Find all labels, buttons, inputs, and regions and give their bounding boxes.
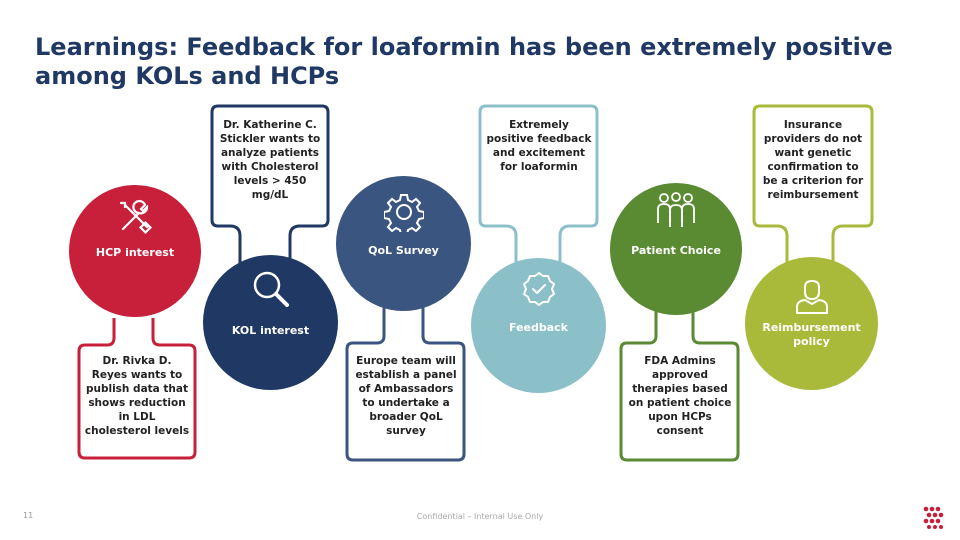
- kol-interest-circle: KOL interest: [203, 255, 338, 390]
- feedback-text: Extremely positive feedback and exciteme…: [486, 119, 592, 173]
- feedback-label: Feedback: [509, 321, 568, 334]
- magnifier-icon: [203, 267, 338, 311]
- page-number: 11: [23, 511, 34, 520]
- kol-connector: [210, 104, 330, 266]
- hcp-interest-circle: HCP interest: [69, 185, 201, 317]
- feedback-connector: [478, 104, 599, 270]
- person-icon: [745, 279, 878, 315]
- patient-choice-circle: Patient Choice: [610, 183, 742, 315]
- tools-icon: [69, 197, 201, 237]
- company-logo: [923, 506, 944, 529]
- hcp-interest-label: HCP interest: [95, 246, 175, 259]
- hcp-interest-text: Dr. Rivka D. Reyes wants to publish data…: [84, 355, 190, 437]
- kol-interest-label: KOL interest: [231, 324, 310, 337]
- qol-survey-label: QoL Survey: [368, 244, 439, 257]
- patient-connector: [619, 300, 740, 462]
- people-icon: [610, 191, 742, 231]
- qol-survey-text: Europe team will establish a panel of Am…: [355, 355, 457, 437]
- reimbursement-policy-label: Reimbursement policy: [762, 321, 861, 348]
- hcp-connector: [77, 318, 197, 460]
- gear-icon: [336, 192, 471, 232]
- reimbursement-connector: [752, 104, 874, 268]
- reimbursement-policy-circle: Reimbursement policy: [745, 257, 878, 390]
- qol-survey-circle: QoL Survey: [336, 176, 471, 311]
- reimbursement-policy-text: Insurance providers do not want genetic …: [762, 119, 864, 201]
- check-badge-icon: [471, 271, 606, 307]
- kol-interest-text: Dr. Katherine C. Stickler wants to analy…: [219, 119, 321, 201]
- patient-choice-text: FDA Admins approved therapies based on p…: [628, 355, 732, 437]
- qol-connector: [345, 302, 466, 462]
- confidential-notice: Confidential – Internal Use Only: [416, 512, 544, 521]
- patient-choice-label: Patient Choice: [631, 244, 721, 257]
- feedback-circle: Feedback: [471, 258, 606, 393]
- slide-title: Learnings: Feedback for loaformin has be…: [35, 33, 893, 90]
